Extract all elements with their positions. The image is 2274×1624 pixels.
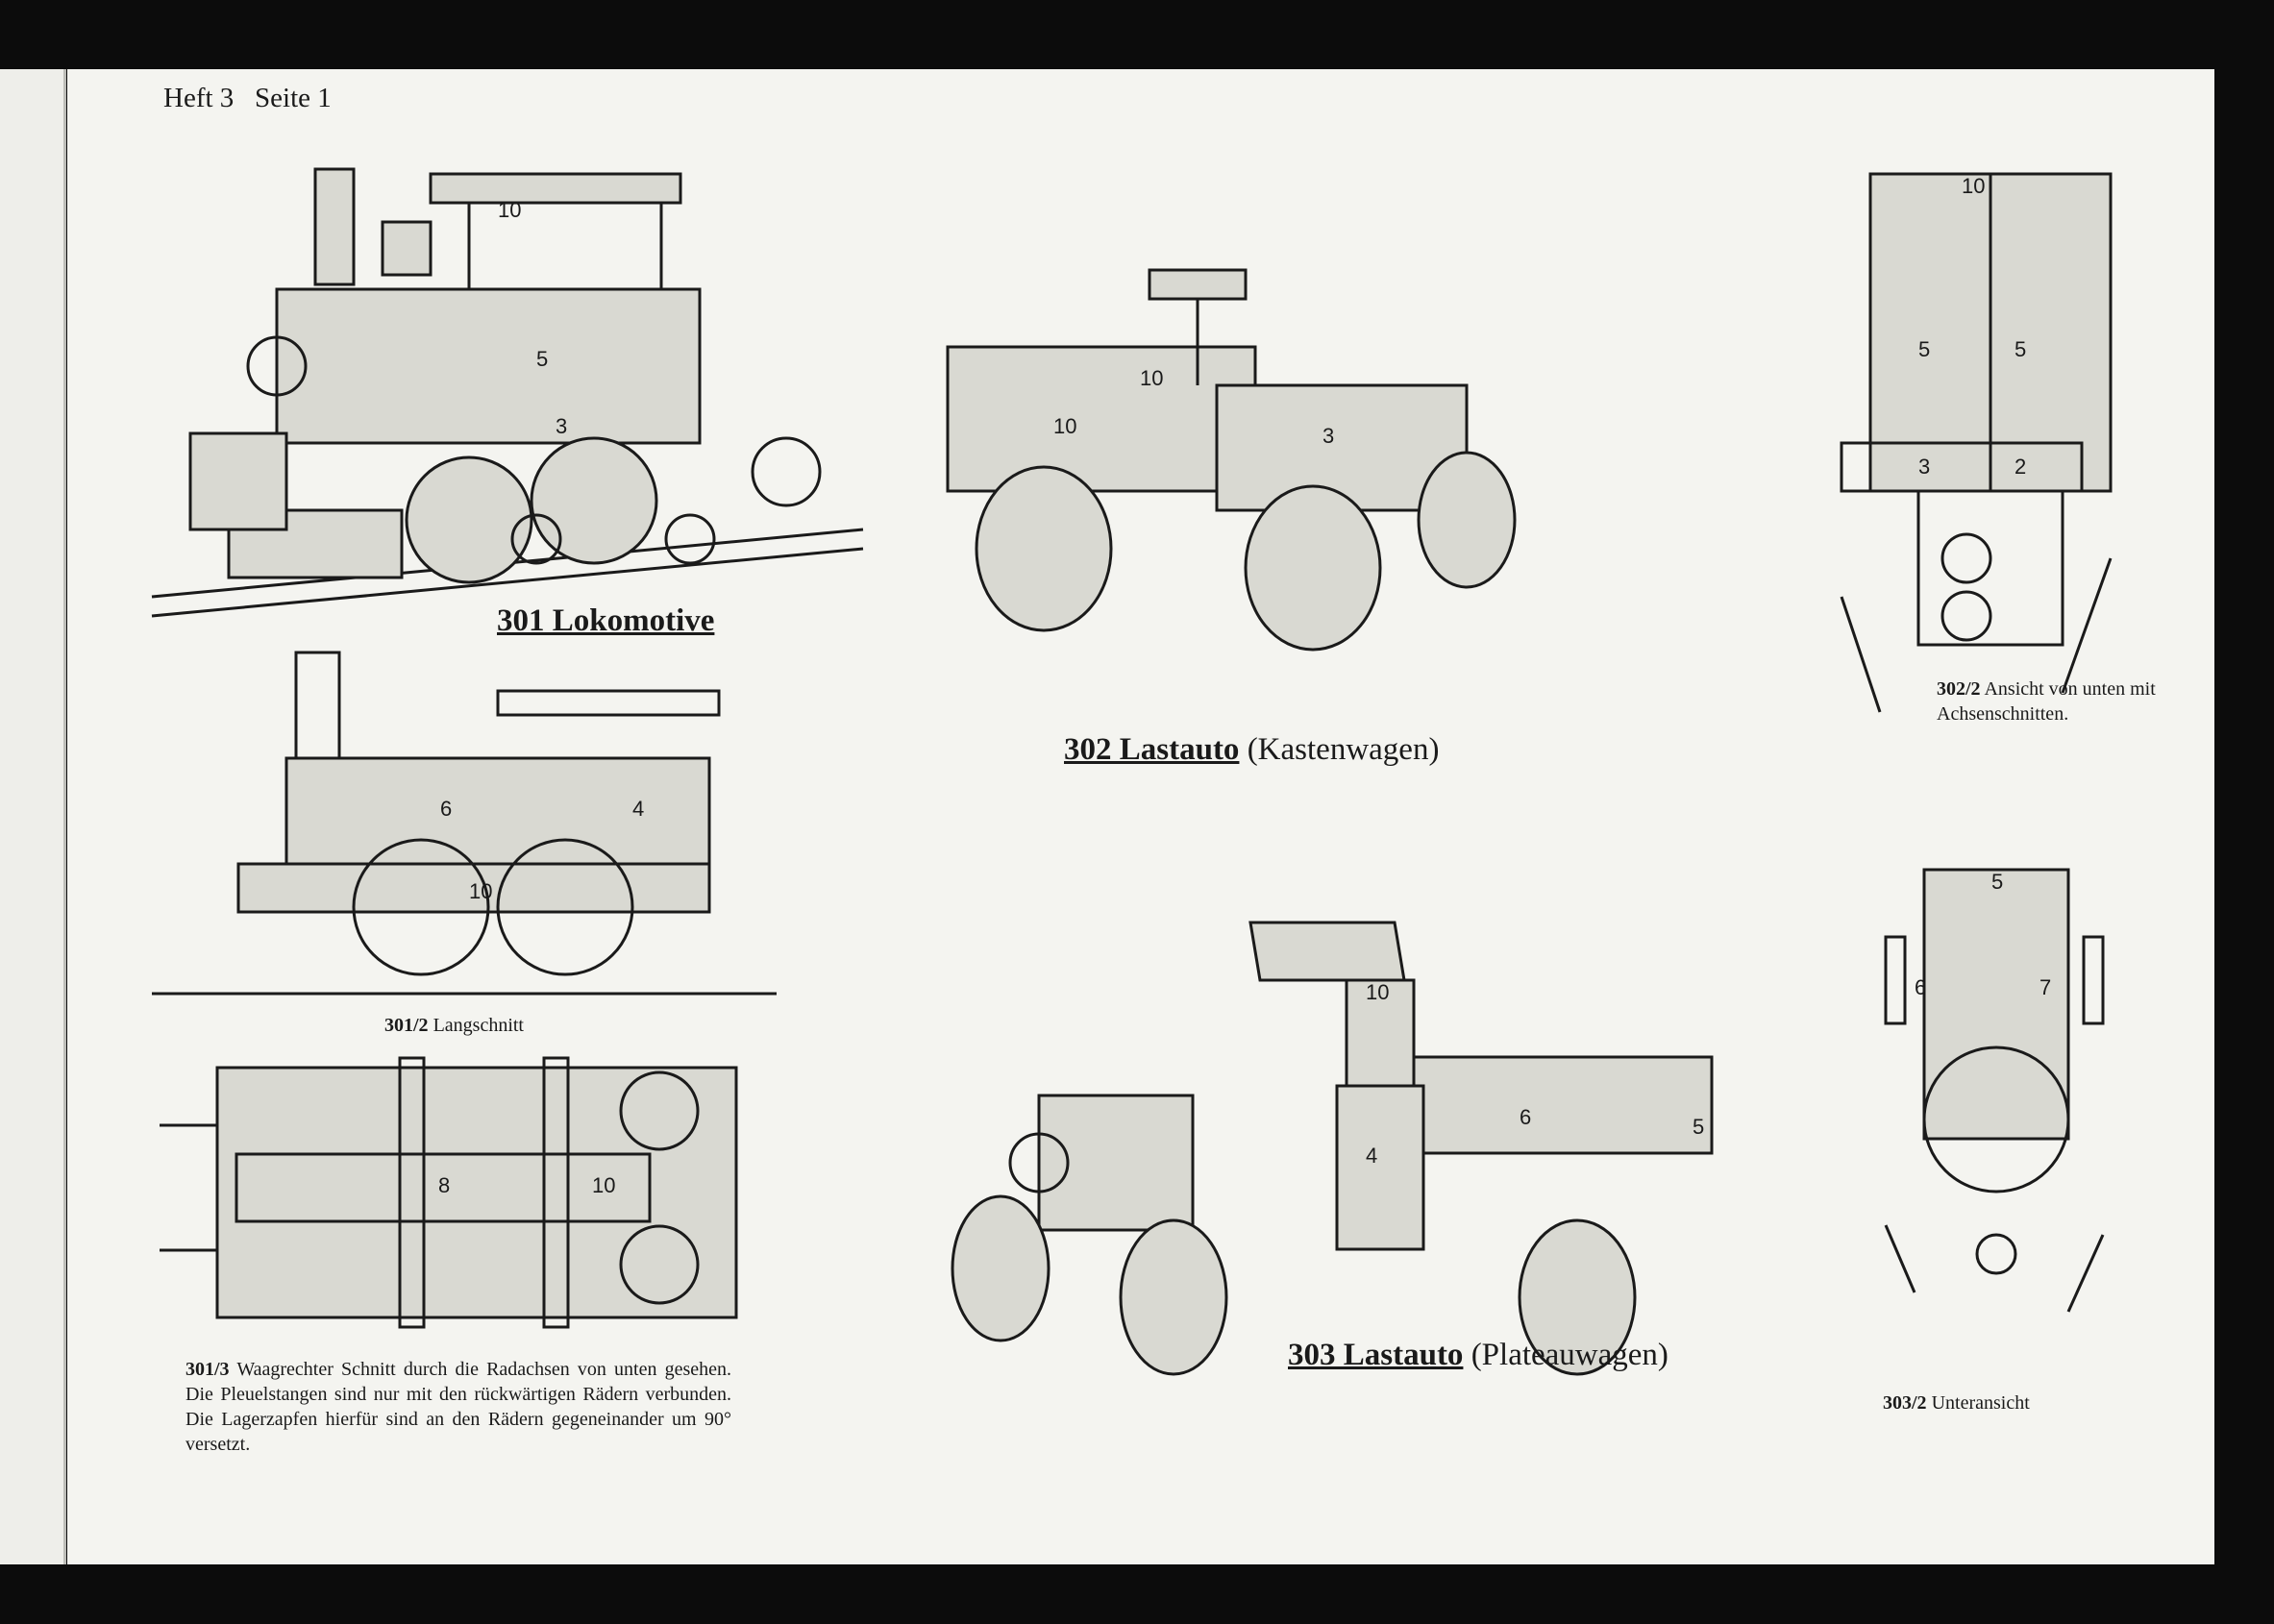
- svg-text:5: 5: [536, 347, 548, 371]
- previous-page-edge: [0, 69, 66, 1564]
- svg-text:7: 7: [2039, 975, 2051, 999]
- illustration-301-2-longitudinal-section: 6 4 10: [152, 651, 777, 996]
- svg-text:5: 5: [1918, 337, 1930, 361]
- svg-text:6: 6: [440, 797, 452, 821]
- figure-301-2-caption: 301/2 Langschnitt: [384, 1015, 524, 1036]
- page-header: Heft 3 Seite 1: [163, 83, 332, 114]
- figure-301-title: 301 Lokomotive: [497, 603, 715, 638]
- svg-text:10: 10: [1053, 414, 1076, 438]
- figure-303-title: 303 Lastauto (Plateauwagen): [1288, 1338, 1668, 1372]
- svg-text:10: 10: [1962, 174, 1985, 198]
- figure-303-2-caption: 303/2 Unteransicht: [1883, 1392, 2030, 1414]
- illustration-302-truck-box: 10 3 10: [946, 268, 1517, 652]
- booklet-number: Heft 3: [163, 83, 235, 113]
- svg-text:3: 3: [1322, 424, 1334, 448]
- svg-text:10: 10: [469, 879, 492, 903]
- svg-text:5: 5: [2014, 337, 2026, 361]
- illustration-301-locomotive: 5 3 10: [151, 167, 864, 618]
- svg-text:10: 10: [1366, 980, 1389, 1004]
- svg-text:10: 10: [1140, 366, 1163, 390]
- svg-text:4: 4: [1366, 1144, 1377, 1168]
- svg-text:4: 4: [632, 797, 644, 821]
- document-page: Heft 3 Seite 1 5 3 10 301 Lokomotive 6 4 10 …: [67, 69, 2214, 1564]
- svg-text:10: 10: [498, 198, 521, 222]
- illustration-301-3-horizontal-section: 8 10: [160, 1056, 738, 1329]
- svg-text:5: 5: [1693, 1115, 1704, 1139]
- svg-text:8: 8: [438, 1173, 450, 1197]
- figure-302-2-caption: 302/2 Ansicht von unten mit Achsenschnit…: [1937, 678, 2156, 725]
- svg-text:6: 6: [1915, 975, 1926, 999]
- svg-text:6: 6: [1520, 1105, 1531, 1129]
- page-number: Seite 1: [255, 83, 332, 113]
- svg-text:3: 3: [1918, 455, 1930, 479]
- svg-text:5: 5: [1991, 870, 2003, 894]
- figure-302-title: 302 Lastauto (Kastenwagen): [1064, 732, 1440, 767]
- illustration-303-2-bottom-view: 6 7 5: [1884, 868, 2105, 1313]
- illustration-302-2-bottom-view: 10 5 5 3 2: [1840, 172, 2113, 713]
- svg-text:2: 2: [2014, 455, 2026, 479]
- svg-text:10: 10: [592, 1173, 615, 1197]
- figure-301-3-caption: 301/3 Waagrechter Schnitt durch die Rada…: [185, 1359, 731, 1455]
- svg-text:3: 3: [556, 414, 567, 438]
- illustration-303-truck-platform: 4 6 5 10: [951, 921, 1714, 1376]
